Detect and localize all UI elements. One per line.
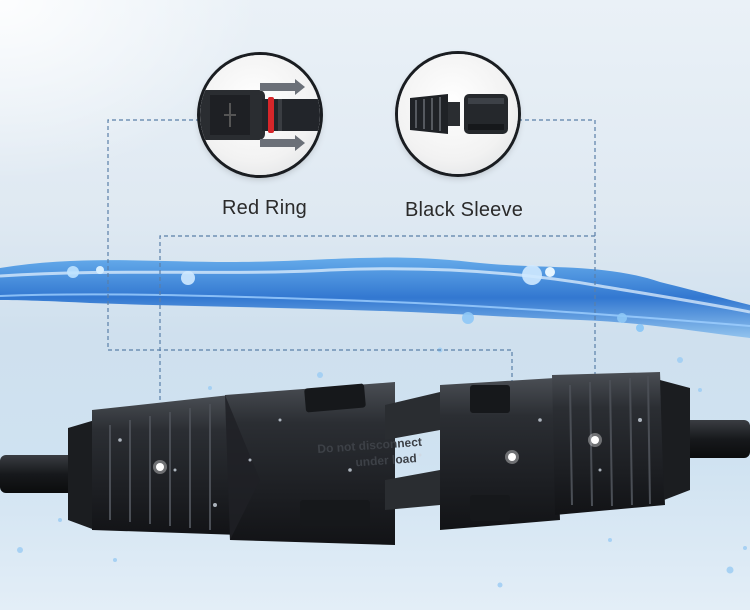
cable-right <box>680 420 750 458</box>
water-wave <box>0 257 750 338</box>
cable-left <box>0 455 90 493</box>
bubbles <box>17 347 747 588</box>
mc4-connector <box>68 372 690 545</box>
red-ring-detail-lens <box>200 55 320 175</box>
black-sleeve-label: Black Sleeve <box>405 199 524 221</box>
guide-lines <box>107 119 596 465</box>
black-sleeve-icon <box>410 94 508 134</box>
imprint-line2: under load <box>355 451 417 469</box>
red-ring-label: Red Ring <box>222 197 307 219</box>
black-sleeve-detail-lens <box>398 54 518 174</box>
marker-dots <box>153 433 602 474</box>
red-ring-icon <box>200 79 320 151</box>
